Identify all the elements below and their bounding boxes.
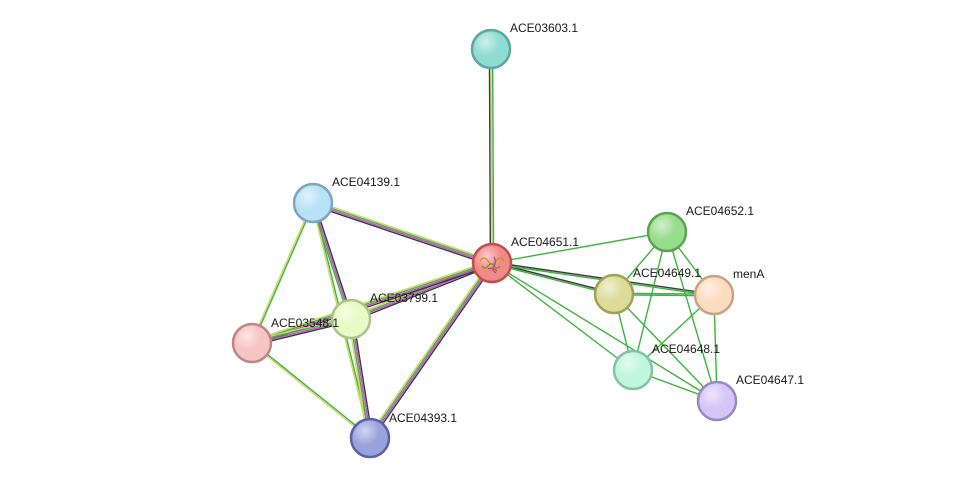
edge-strand [368, 262, 492, 438]
node-highlight [597, 277, 631, 311]
edge-strand [491, 263, 614, 296]
node-label: ACE03603.1 [510, 21, 578, 35]
edge-ace04651-1-ace04648-1[interactable] [491, 262, 634, 371]
edge-ace04652-1-ace04648-1[interactable] [632, 231, 668, 371]
node-label: ACE04652.1 [686, 204, 754, 218]
node-label: ACE04649.1 [633, 266, 701, 280]
edge-strand [252, 341, 371, 438]
node-highlight [334, 302, 368, 336]
node-highlight [650, 215, 684, 249]
edge-ace03548-1-ace04393-1[interactable] [251, 341, 371, 440]
edge-strand [632, 231, 668, 371]
node-ace03548-1[interactable]: ACE03548.1 [231, 316, 339, 364]
edge-strand [251, 260, 492, 342]
edge-ace04651-1-ace04139-1[interactable] [312, 200, 493, 266]
edge-ace04651-1-ace03603-1[interactable] [488, 48, 495, 264]
edge-strand [490, 48, 493, 264]
edge-strand [310, 203, 351, 320]
edge-strand [313, 202, 354, 319]
edge-strand [252, 203, 315, 344]
edge-strand [491, 48, 495, 263]
edge-strand [313, 200, 493, 262]
edge-ace04651-1-ace04647-1[interactable] [491, 262, 718, 402]
edge-ace04139-1-ace03548-1[interactable] [250, 202, 315, 344]
edge-strand [250, 202, 313, 343]
protein-structure-icon [479, 256, 505, 274]
edge-ace04649-1-ace04647-1[interactable] [613, 293, 718, 402]
edge-strand [666, 231, 718, 402]
edge-ace04651-1-ace04652-1[interactable] [491, 231, 668, 264]
node-highlight [700, 384, 734, 418]
node-ace03603-1[interactable]: ACE03603.1 [470, 21, 578, 70]
node-highlight [475, 246, 509, 280]
node-label: ACE04648.1 [652, 342, 720, 356]
node-label: ACE04651.1 [511, 235, 579, 249]
node-label: ACE04393.1 [389, 411, 457, 425]
node-label: ACE03548.1 [271, 316, 339, 330]
edge-ace04652-1-ace04647-1[interactable] [666, 231, 718, 402]
edge-strand [491, 262, 718, 402]
node-ace04648-1[interactable]: ACE04648.1 [612, 342, 720, 391]
edge-strand [312, 204, 492, 266]
node-highlight [474, 32, 508, 66]
node-ace04647-1[interactable]: ACE04647.1 [696, 373, 804, 422]
node-highlight [296, 186, 330, 220]
edge-strand [351, 264, 494, 322]
node-label: ACE04139.1 [332, 175, 400, 189]
edge-strand [312, 203, 492, 265]
node-label: ACE04647.1 [736, 373, 804, 387]
edge-strand [251, 343, 370, 440]
edge-strand [313, 201, 493, 263]
node-ace04652-1[interactable]: ACE04652.1 [646, 204, 754, 253]
edge-strand [371, 263, 495, 440]
node-highlight [616, 353, 650, 387]
node-ace04139-1[interactable]: ACE04139.1 [292, 175, 400, 224]
node-label: ACE03799.1 [370, 291, 438, 305]
edge-strand [491, 231, 668, 264]
node-label: menA [733, 267, 764, 281]
edge-strand [491, 262, 634, 371]
edge-strand [613, 293, 718, 402]
edge-strand [312, 202, 352, 320]
node-ace04649-1[interactable]: ACE04649.1 [593, 266, 701, 315]
node-mena[interactable]: menA [693, 267, 764, 316]
edge-strand [488, 49, 492, 264]
node-highlight [235, 326, 269, 360]
node-ace04651-1[interactable]: ACE04651.1 [471, 235, 579, 284]
edge-strand [370, 263, 494, 439]
node-ace04393-1[interactable]: ACE04393.1 [349, 411, 457, 459]
edge-strand [251, 261, 492, 343]
edge-strand [367, 261, 491, 438]
node-highlight [353, 421, 387, 455]
node-ace03799-1[interactable]: ACE03799.1 [330, 291, 438, 340]
edge-ace04139-1-ace03799-1[interactable] [310, 202, 354, 320]
edge-ace04651-1-ace04393-1[interactable] [367, 261, 495, 440]
node-highlight [697, 278, 731, 312]
